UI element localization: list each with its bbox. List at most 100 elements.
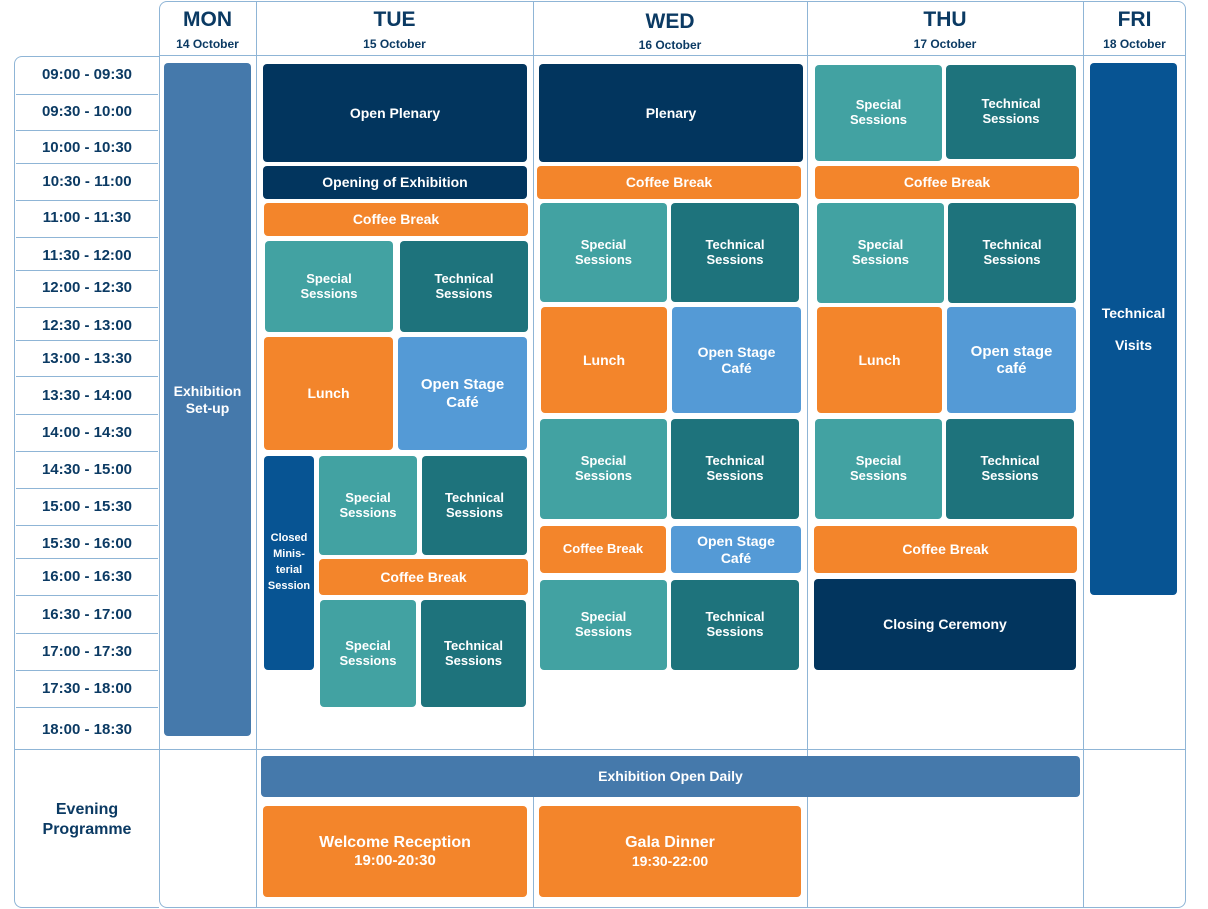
exhibition-open-daily-block: Exhibition Open Daily — [261, 756, 1080, 797]
technical-sessions-block: Technical Sessions — [671, 580, 799, 670]
time-row-divider — [16, 270, 158, 271]
open-plenary-block: Open Plenary — [263, 64, 527, 162]
time-slot-label: 09:30 - 10:00 — [41, 103, 133, 120]
open-stage-cafe-block: Open Stage Café — [672, 307, 801, 413]
plenary-block: Plenary — [539, 64, 803, 162]
time-row-divider — [16, 633, 158, 634]
time-slot-label: 11:00 - 11:30 — [42, 209, 132, 226]
open-stage-cafe-block: Open Stage Café — [671, 526, 801, 573]
col-divider-thu-fri — [1083, 1, 1084, 908]
time-row-divider — [16, 558, 158, 559]
time-row-divider — [16, 414, 158, 415]
coffee-break-block: Coffee Break — [264, 203, 528, 236]
time-row-divider — [16, 595, 158, 596]
time-slot-label: 15:30 - 16:00 — [41, 535, 133, 552]
special-sessions-block: Special Sessions — [540, 580, 667, 670]
day-date-wed: 16 October — [638, 38, 702, 52]
time-slot-label: 16:00 - 16:30 — [41, 568, 133, 585]
welcome-reception-time: 19:00-20:30 — [354, 852, 436, 870]
coffee-break-block: Coffee Break — [540, 526, 666, 573]
time-row-divider — [16, 237, 158, 238]
evening-programme-label: Evening Programme — [42, 801, 132, 838]
time-row-divider — [16, 670, 158, 671]
technical-sessions-block: Technical Sessions — [946, 65, 1076, 159]
special-sessions-block: Special Sessions — [540, 419, 667, 519]
time-slot-label: 09:00 - 09:30 — [41, 66, 133, 83]
time-row-divider — [16, 376, 158, 377]
day-header-frame — [159, 1, 1186, 908]
day-date-fri: 18 October — [1103, 37, 1166, 51]
day-header-tue: TUE — [373, 8, 416, 31]
special-sessions-block: Special Sessions — [319, 456, 417, 555]
lunch-block: Lunch — [817, 307, 942, 413]
time-slot-label: 17:30 - 18:00 — [41, 680, 133, 697]
day-date-tue: 15 October — [363, 37, 426, 51]
technical-sessions-block: Technical Sessions — [946, 419, 1074, 519]
time-slot-label: 11:30 - 12:00 — [42, 247, 132, 264]
technical-sessions-block: Technical Sessions — [422, 456, 527, 555]
gala-dinner-title: Gala Dinner — [625, 834, 715, 852]
time-slot-label: 13:30 - 14:00 — [41, 387, 133, 404]
col-divider-wed-thu — [807, 1, 808, 908]
time-slot-label: 10:30 - 11:00 — [42, 173, 132, 190]
time-slot-label: 14:30 - 15:00 — [41, 461, 133, 478]
day-date-thu: 17 October — [913, 37, 977, 51]
special-sessions-block: Special Sessions — [815, 65, 942, 161]
special-sessions-block: Special Sessions — [540, 203, 667, 302]
time-slot-label: 12:30 - 13:00 — [41, 317, 133, 334]
time-slot-label: 15:00 - 15:30 — [41, 498, 133, 515]
time-row-divider — [16, 163, 158, 164]
time-row-divider — [16, 488, 158, 489]
evening-divider — [14, 749, 1186, 750]
gala-dinner-time: 19:30-22:00 — [631, 852, 709, 869]
special-sessions-block: Special Sessions — [815, 419, 942, 519]
technical-sessions-block: Technical Sessions — [421, 600, 526, 707]
coffee-break-block: Coffee Break — [537, 166, 801, 199]
day-header-fri: FRI — [1117, 8, 1152, 31]
time-row-divider — [16, 94, 158, 95]
time-row-divider — [16, 200, 158, 201]
technical-visits-block: Technical Visits — [1090, 63, 1177, 595]
technical-sessions-block: Technical Sessions — [400, 241, 528, 332]
time-slot-label: 14:00 - 14:30 — [41, 424, 133, 441]
time-slot-label: 13:00 - 13:30 — [41, 350, 133, 367]
day-date-mon: 14 October — [176, 37, 239, 51]
welcome-reception-block: Welcome Reception 19:00-20:30 — [263, 806, 527, 897]
coffee-break-block: Coffee Break — [814, 526, 1077, 573]
time-slot-label: 17:00 - 17:30 — [41, 643, 133, 660]
time-slot-label: 10:00 - 10:30 — [41, 139, 133, 156]
time-slot-label: 18:00 - 18:30 — [41, 721, 133, 738]
time-slot-label: 16:30 - 17:00 — [41, 606, 133, 623]
time-row-divider — [16, 307, 158, 308]
special-sessions-block: Special Sessions — [817, 203, 944, 303]
time-row-divider — [16, 130, 158, 131]
special-sessions-block: Special Sessions — [265, 241, 393, 332]
time-column-frame — [14, 56, 159, 908]
technical-sessions-block: Technical Sessions — [948, 203, 1076, 303]
time-row-divider — [16, 525, 158, 526]
day-header-wed: WED — [645, 10, 695, 33]
col-divider-tue-wed — [533, 1, 534, 908]
technical-sessions-block: Technical Sessions — [671, 203, 799, 302]
technical-sessions-block: Technical Sessions — [671, 419, 799, 519]
lunch-block: Lunch — [541, 307, 667, 413]
col-divider-mon-tue — [256, 1, 257, 908]
lunch-block: Lunch — [264, 337, 393, 450]
time-row-divider — [16, 340, 158, 341]
exhibition-setup-block: Exhibition Set-up — [164, 63, 251, 736]
open-stage-cafe-block: Open stage café — [947, 307, 1076, 413]
closed-ministerial-session-block: Closed Minis- terial Session — [264, 456, 314, 670]
day-header-thu: THU — [923, 8, 967, 31]
day-header-mon: MON — [183, 8, 232, 31]
open-stage-cafe-block: Open Stage Café — [398, 337, 527, 450]
coffee-break-block: Coffee Break — [815, 166, 1079, 199]
time-row-divider — [16, 707, 158, 708]
opening-exhibition-block: Opening of Exhibition — [263, 166, 527, 199]
closing-ceremony-block: Closing Ceremony — [814, 579, 1076, 670]
time-row-divider — [16, 451, 158, 452]
welcome-reception-title: Welcome Reception — [319, 833, 471, 851]
header-divider — [159, 55, 1186, 56]
special-sessions-block: Special Sessions — [320, 600, 416, 707]
time-slot-label: 12:00 - 12:30 — [41, 279, 133, 296]
coffee-break-block: Coffee Break — [319, 559, 528, 595]
